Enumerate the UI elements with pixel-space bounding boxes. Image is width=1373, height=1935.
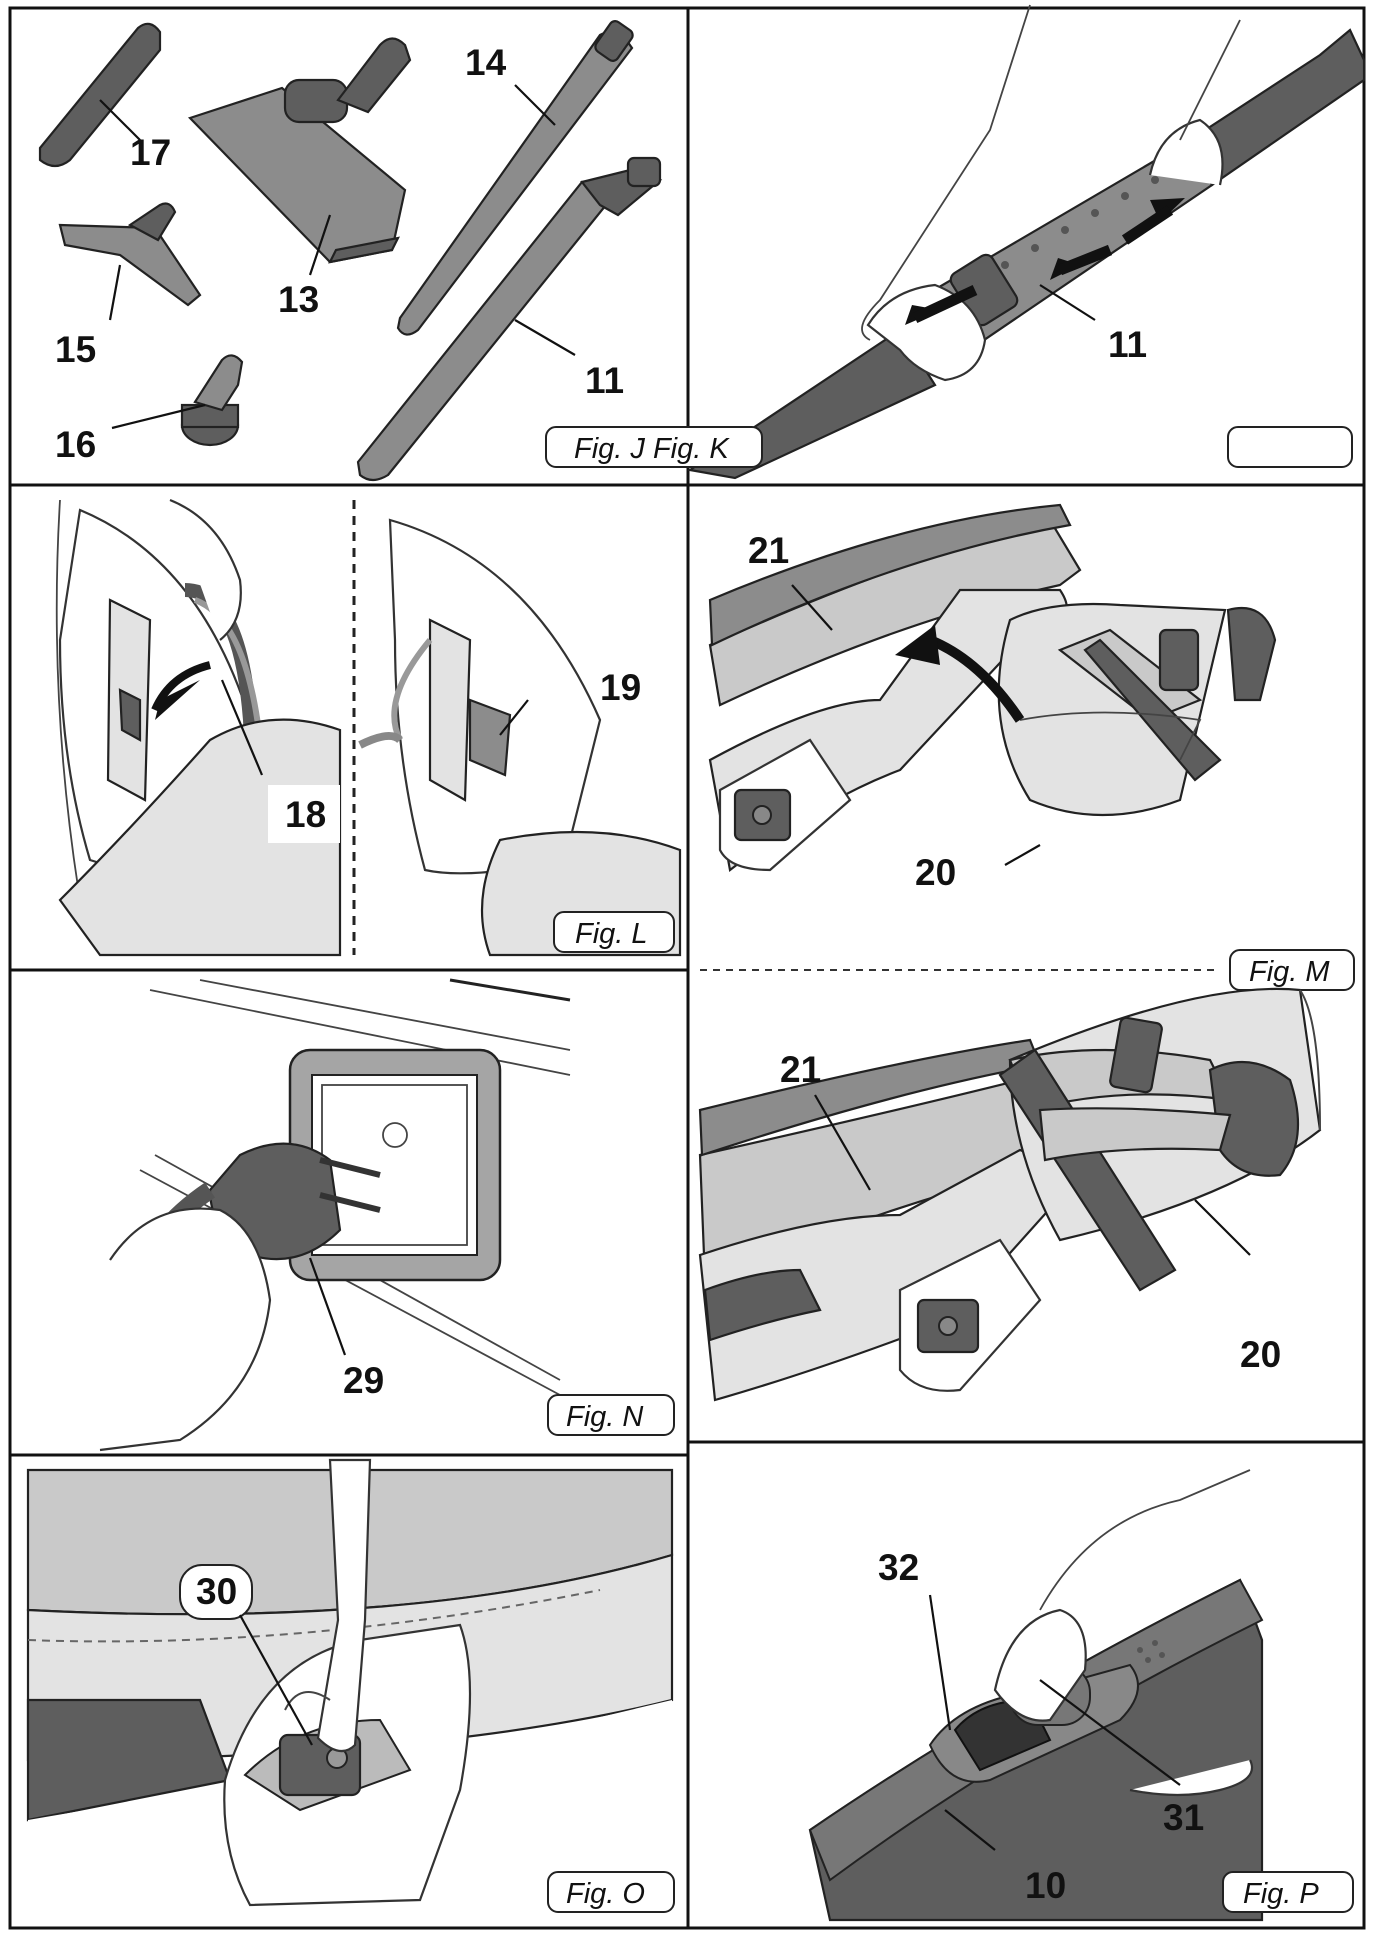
callout-32: 32 [878, 1547, 919, 1588]
floor-nozzle-13 [187, 37, 412, 264]
callout-17: 17 [130, 132, 171, 173]
callout-13: 13 [278, 279, 319, 320]
svg-text:Fig. M: Fig. M [1249, 956, 1330, 988]
callout-15: 15 [55, 329, 96, 370]
svg-text:Fig. P: Fig. P [1243, 1878, 1319, 1910]
fig-j-k-label: Fig. J Fig. K [545, 426, 763, 468]
fig-l-label: Fig. L [553, 911, 675, 953]
callout-20-bottom: 20 [1240, 1334, 1281, 1375]
extension-tube-14 [396, 20, 634, 336]
crevice-nozzle-17 [38, 22, 162, 168]
callout-30-plate [179, 1564, 253, 1620]
callout-18: 18 [285, 794, 326, 835]
svg-text:Fig. J Fig. K: Fig. J Fig. K [574, 433, 730, 465]
callout-31: 31 [1163, 1797, 1204, 1838]
panel-fig-k [687, 4, 1366, 480]
panel-grid [8, 6, 1366, 1930]
fig-k-label-box [1227, 426, 1353, 468]
callout-10: 10 [1025, 1865, 1066, 1906]
fig-n-label: Fig. N [547, 1394, 675, 1436]
panel-fig-m-lower [698, 987, 1322, 1402]
callout-11-fig-j: 11 [585, 360, 624, 401]
callout-30: 30 [196, 1571, 237, 1612]
svg-text:Fig. L: Fig. L [575, 918, 648, 950]
callout-14: 14 [465, 42, 507, 83]
panel-fig-n [99, 978, 571, 1452]
panel-fig-m [708, 503, 1277, 872]
callout-21-top: 21 [748, 530, 789, 571]
panel-fig-l [55, 498, 682, 957]
fig-o-label: Fig. O [547, 1871, 675, 1913]
callout-16: 16 [55, 424, 96, 465]
upholstery-nozzle-15 [58, 202, 202, 307]
svg-text:Fig. O: Fig. O [566, 1878, 645, 1910]
panel-fig-p [808, 1469, 1264, 1922]
svg-text:Fig. N: Fig. N [566, 1401, 643, 1433]
callout-18-plate [268, 785, 340, 843]
callout-11-fig-k: 11 [1108, 324, 1147, 365]
fig-m-label: Fig. M [1229, 949, 1355, 991]
panel-fig-j [38, 20, 663, 482]
dusting-brush-16 [180, 354, 244, 447]
callout-20-top: 20 [915, 852, 956, 893]
callout-19: 19 [600, 667, 641, 708]
callout-21-bottom: 21 [780, 1049, 821, 1090]
panel-fig-o [26, 1458, 674, 1915]
callout-29: 29 [343, 1360, 384, 1401]
extension-tube-11 [356, 156, 663, 482]
fig-p-label: Fig. P [1222, 1871, 1354, 1913]
